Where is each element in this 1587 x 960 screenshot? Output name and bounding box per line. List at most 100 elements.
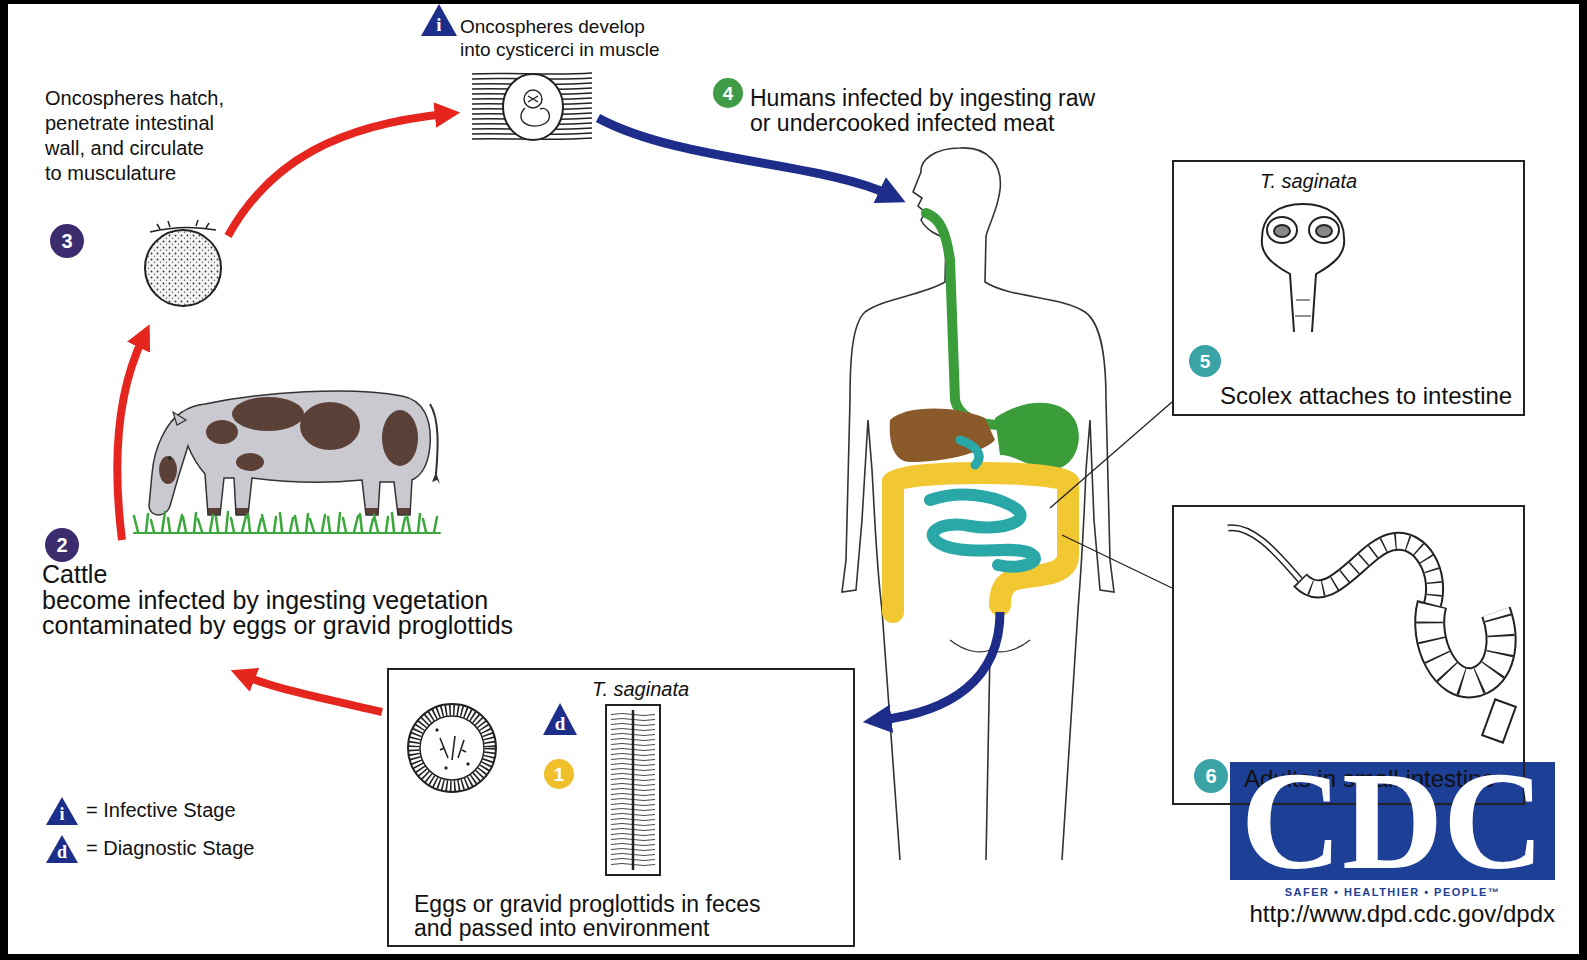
human-figure-part	[893, 473, 1068, 612]
text-slot: become infected by ingesting vegetation …	[42, 588, 532, 638]
cdc-logo	[1230, 762, 1555, 880]
text-slot: Scolex attaches to intestine	[1220, 382, 1520, 410]
proglottid	[606, 705, 660, 875]
step-digit: 2	[56, 535, 67, 555]
text-slot: SAFER • HEALTHIER • PEOPLE™	[1230, 882, 1555, 900]
text-slot: 3	[50, 224, 84, 258]
human-figure-part	[960, 440, 979, 465]
text-slot: d	[542, 702, 578, 736]
scolex	[1262, 204, 1344, 332]
egg-part	[436, 729, 438, 731]
text-slot: 1	[544, 759, 574, 789]
marker-letter: i	[436, 15, 441, 34]
text-slot: CDC	[1230, 762, 1555, 880]
stage-panel: T. saginataScolex attaches to intestine5	[1172, 160, 1525, 416]
triangle-fill	[543, 703, 577, 735]
muscle-cyst	[472, 73, 592, 140]
human-figure-part	[986, 650, 990, 860]
cow-part	[149, 391, 430, 515]
stage-marker: d	[542, 702, 578, 736]
text-slot: = Diagnostic Stage	[86, 837, 254, 860]
cycle-arrow-part	[228, 114, 445, 236]
cow-part-part	[300, 402, 360, 450]
human-figure-part	[995, 403, 1079, 470]
proglottid-part	[632, 710, 635, 870]
cow	[149, 391, 440, 516]
leader-line-part	[1062, 535, 1172, 588]
text-slot: Eggs or gravid proglottids in feces and …	[414, 892, 786, 940]
human-figure-part	[930, 495, 1035, 567]
legend-text: = Infective Stage	[86, 799, 236, 822]
cow-part-part	[382, 410, 418, 466]
text-slot: 5	[1189, 345, 1221, 377]
step-digit: 5	[1200, 352, 1211, 371]
egg-part	[440, 736, 466, 760]
muscle-cyst-part	[528, 96, 538, 102]
egg-part	[445, 767, 447, 769]
marker-letter: i	[59, 805, 64, 823]
oncosphere-part	[145, 230, 221, 306]
grass-part	[134, 532, 440, 534]
cow-part-part	[206, 420, 238, 444]
step-number: 3	[50, 224, 84, 258]
stage-panel: Adults in small intestine6	[1172, 505, 1525, 805]
adult-worm-part	[1228, 528, 1302, 582]
adult-worm-part	[1300, 541, 1435, 606]
text-slot: Oncospheres hatch, penetrate intestinal …	[45, 86, 226, 186]
step-number: 4	[713, 78, 743, 108]
leader-line-part	[1050, 402, 1172, 508]
logo-wordmark: CDC	[1241, 762, 1544, 880]
scolex-part	[1295, 300, 1311, 316]
cycle-arrow-part	[880, 612, 1000, 720]
adult-worm-part	[1228, 528, 1302, 582]
text-slot: 2	[45, 528, 79, 562]
legend-text: = Diagnostic Stage	[86, 837, 254, 860]
cycle-arrow-part	[117, 338, 143, 540]
triangle-fill	[46, 835, 78, 863]
cdc-logo-part	[1230, 762, 1555, 880]
marker-letter: d	[57, 843, 67, 861]
step-number: 1	[544, 759, 574, 789]
adult-worm-part	[1430, 604, 1501, 683]
grass	[134, 512, 440, 533]
text-slot: T. saginata	[592, 678, 689, 701]
step-digit: 1	[554, 765, 565, 784]
oncosphere-part	[150, 220, 216, 232]
oncosphere	[145, 220, 221, 306]
cow-part	[159, 397, 425, 516]
adult-worm-part	[1300, 541, 1435, 606]
human-figure-part	[926, 213, 1000, 425]
species-name: T. saginata	[592, 678, 689, 701]
proglottid-part	[606, 705, 660, 875]
step-number: 6	[1194, 759, 1228, 793]
stage-panel: T. saginataEggs or gravid proglottids in…	[387, 668, 855, 947]
step-digit: 3	[61, 231, 72, 251]
cow-part	[430, 404, 438, 474]
cow-part	[149, 391, 430, 515]
human-figure-part	[842, 148, 1114, 860]
egg-part	[467, 763, 469, 765]
cow-part	[173, 412, 186, 425]
stage-caption: Cattle	[42, 562, 107, 587]
logo-tagline: SAFER • HEALTHIER • PEOPLE™	[1285, 887, 1500, 898]
human-figure	[842, 148, 1114, 860]
stage-caption: become infected by ingesting vegetation …	[42, 588, 532, 638]
adult-worm	[1228, 528, 1516, 743]
scolex-part	[1316, 225, 1332, 237]
text-slot: i	[45, 796, 79, 826]
scolex-part	[1267, 217, 1297, 243]
adult-worm-part	[1430, 604, 1501, 683]
stage-caption: Humans infected by ingesting raw or unde…	[750, 86, 1102, 137]
egg-part	[420, 716, 484, 780]
leader-line	[1050, 402, 1172, 588]
panel-text: Scolex attaches to intestine	[1220, 382, 1512, 410]
adult-worm-part	[1300, 541, 1435, 606]
step-digit: 4	[723, 84, 734, 103]
adult-worm-part	[1482, 699, 1516, 742]
text-slot: i	[420, 3, 458, 37]
text-slot: Humans infected by ingesting raw or unde…	[750, 86, 1102, 137]
stage-marker: d	[45, 834, 79, 864]
source-url: http://www.dpd.cdc.gov/dpdx	[1249, 900, 1555, 928]
scolex-part	[1309, 217, 1339, 243]
